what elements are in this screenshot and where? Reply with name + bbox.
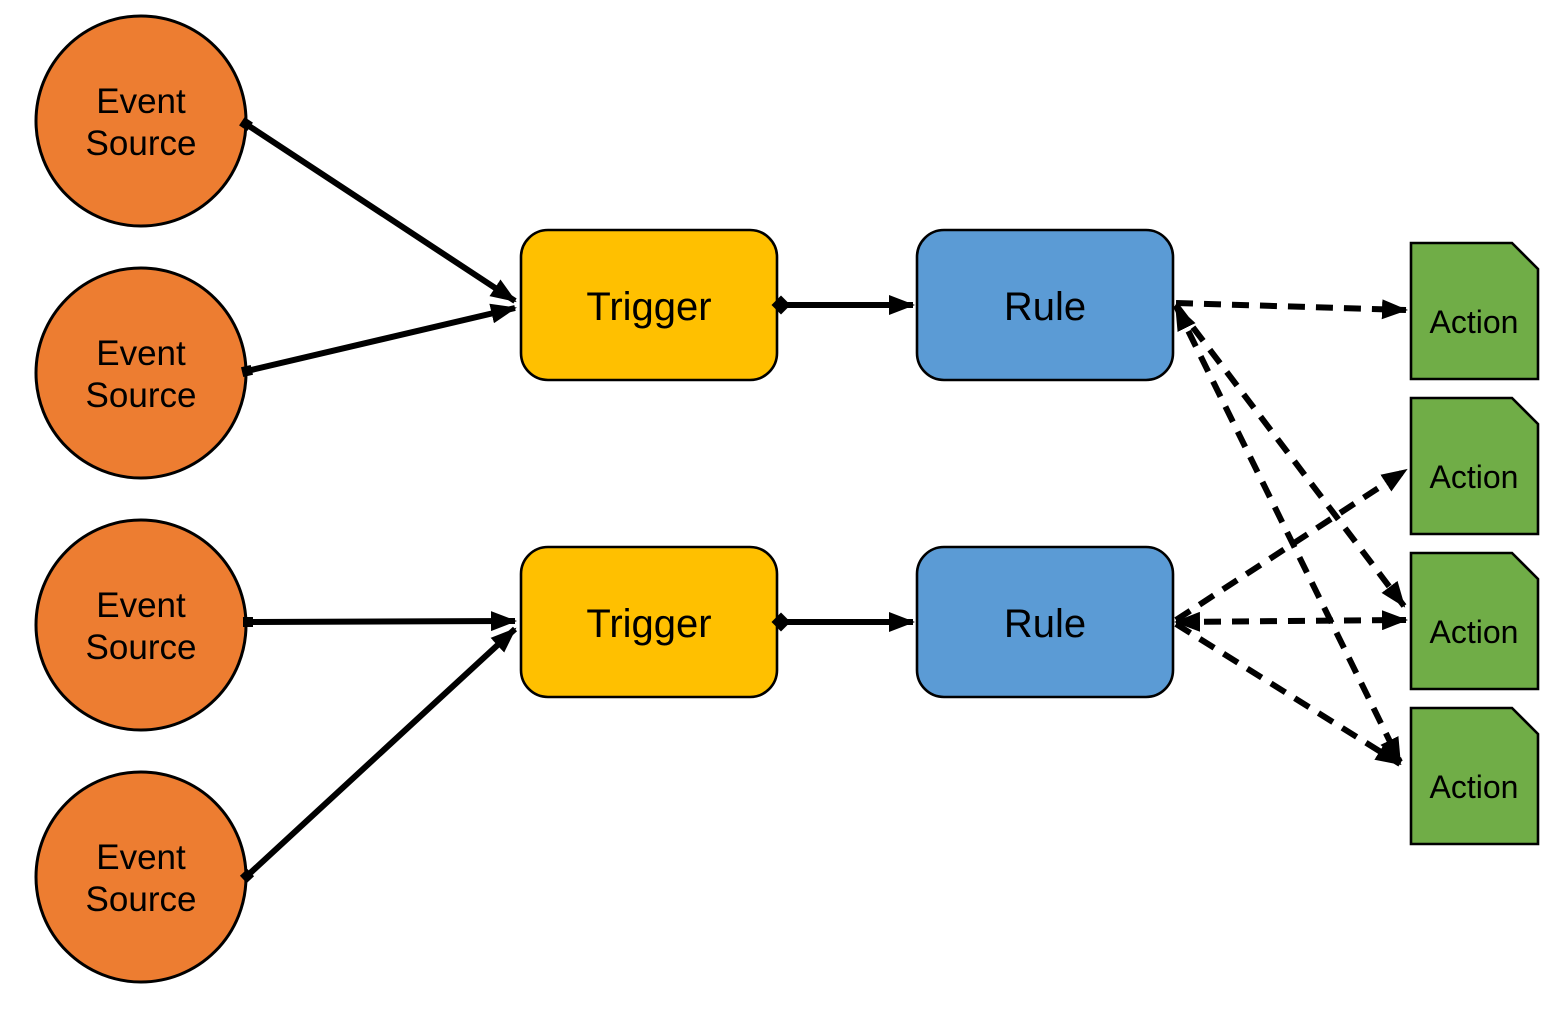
action-node-2: Action xyxy=(1409,396,1540,536)
connector-rule-1-action-4 xyxy=(1173,304,1403,764)
event-source-label-4-line1: Event xyxy=(96,838,186,877)
connector-rule-2-action-4 xyxy=(1174,621,1402,767)
event-source-node-2: Event Source xyxy=(34,266,248,480)
event-source-label-2-line1: Event xyxy=(96,334,186,373)
connector-rule-1-action-1 xyxy=(1175,299,1408,320)
event-source-circle-2 xyxy=(34,266,248,480)
event-source-node-3: Event Source xyxy=(34,518,248,732)
event-source-circle-3 xyxy=(34,518,248,732)
event-source-label-1-line2: Source xyxy=(86,124,197,163)
action-label-3: Action xyxy=(1430,614,1519,650)
action-node-1: Action xyxy=(1409,241,1540,381)
connector-event-source-1-trigger-1 xyxy=(239,117,517,304)
trigger-label-2: Trigger xyxy=(586,602,711,646)
event-source-label-4-line2: Source xyxy=(86,880,197,919)
event-source-label-3-line1: Event xyxy=(96,586,186,625)
event-source-circle-4 xyxy=(34,770,248,984)
connector-rule-2-action-3 xyxy=(1174,610,1408,632)
action-shape-1 xyxy=(1409,241,1540,381)
trigger-label-1: Trigger xyxy=(586,285,711,329)
rule-label-1: Rule xyxy=(1004,285,1086,329)
rule-box-1 xyxy=(915,228,1175,382)
action-shape-3 xyxy=(1409,551,1540,691)
connector-rule-1-action-3 xyxy=(1173,303,1407,608)
event-source-label-1-line1: Event xyxy=(96,82,186,121)
action-node-4: Action xyxy=(1409,706,1540,846)
rule-box-2 xyxy=(915,545,1175,699)
action-label-1: Action xyxy=(1430,304,1519,340)
rule-node-1: Rule xyxy=(915,228,1175,382)
event-source-node-4: Event Source xyxy=(34,770,248,984)
event-source-node-1: Event Source xyxy=(34,14,248,228)
action-shape-2 xyxy=(1409,396,1540,536)
connector-event-source-4-trigger-2 xyxy=(239,626,518,884)
action-shape-4 xyxy=(1409,706,1540,846)
event-source-label-2-line2: Source xyxy=(86,376,197,415)
trigger-node-1: Trigger xyxy=(519,228,779,382)
connector-rule-2-action-2 xyxy=(1174,467,1408,623)
action-label-2: Action xyxy=(1430,459,1519,495)
trigger-node-2: Trigger xyxy=(519,545,779,699)
event-source-label-3-line2: Source xyxy=(86,628,197,667)
action-node-3: Action xyxy=(1409,551,1540,691)
connector-event-source-3-trigger-2 xyxy=(242,611,517,632)
rule-label-2: Rule xyxy=(1004,602,1086,646)
connector-event-source-2-trigger-1 xyxy=(240,303,517,378)
rule-node-2: Rule xyxy=(915,545,1175,699)
event-source-circle-1 xyxy=(34,14,248,228)
action-label-4: Action xyxy=(1430,769,1519,805)
